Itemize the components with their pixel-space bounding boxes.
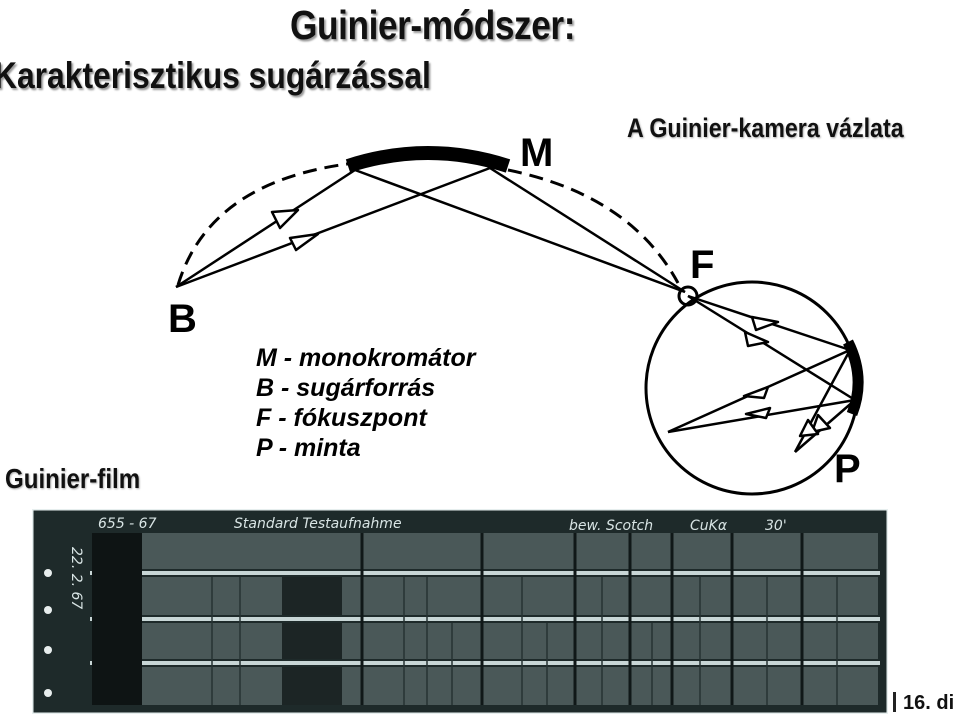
diagram-caption: A Guinier-kamera vázlata (627, 113, 904, 143)
film-strip (92, 667, 878, 705)
ray-f-to-p-2 (687, 294, 856, 402)
arrow-icon (743, 330, 770, 348)
beam-stop-region (282, 577, 342, 615)
film-annotation-id: 655 - 67 (98, 516, 157, 532)
film-separator (90, 571, 880, 575)
arrow-icon (744, 406, 772, 420)
ray-b-to-m-left (175, 168, 356, 289)
label-m: M (520, 131, 553, 175)
guinier-film: 655 - 67 Standard Testaufnahme bew. Scot… (32, 509, 888, 714)
legend-item: F - fókuszpont (256, 404, 427, 432)
film-separator (90, 617, 880, 621)
label-f: F (690, 243, 714, 287)
ray-m-to-f-left (354, 168, 686, 294)
film-annotation-radiation: CuKα (690, 518, 728, 534)
film-annotation-note: bew. Scotch (569, 518, 653, 534)
diagram-legend: M - monokromátor B - sugárforrás F - fók… (256, 343, 475, 463)
page-title: Guinier-módszer: (290, 2, 576, 48)
sample (843, 339, 864, 416)
film-strip (92, 577, 878, 615)
arrow-icon (742, 385, 770, 400)
monochromator-crystal (345, 146, 511, 173)
arrow-icon (270, 208, 300, 230)
film-strip (92, 533, 878, 569)
film-perforation (44, 569, 52, 577)
ray-b-to-m-right (175, 166, 491, 289)
arrow-icon (798, 418, 820, 438)
legend-item: P - minta (256, 434, 361, 462)
arrow-icon (288, 232, 320, 252)
focusing-circle-right-arc (507, 168, 680, 284)
beam-stop-region (282, 623, 342, 659)
label-b: B (168, 297, 197, 341)
film-separator (90, 661, 880, 665)
page-subtitle: Karakterisztikus sugárzással (0, 55, 431, 96)
slide-number: 16. di (903, 692, 955, 714)
film-annotation-date: 22. 2. 67 (68, 547, 84, 609)
arrow-icon (810, 413, 832, 434)
film-perforation (44, 689, 52, 697)
ray-m-to-f-right (489, 166, 686, 294)
focus-point (677, 285, 699, 307)
arrow-icon (750, 315, 780, 332)
film-annotation-time: 30' (765, 518, 787, 534)
film-perforation (44, 646, 52, 654)
film-label: Guinier-film (5, 463, 141, 494)
legend-item: B - sugárforrás (256, 374, 436, 402)
beam-stop-region (92, 533, 142, 705)
camera-circle (644, 280, 860, 496)
film-annotation-label: Standard Testaufnahme (234, 516, 402, 532)
beam-stop-region (282, 667, 342, 705)
legend-item: M - monokromátor (256, 344, 476, 372)
film-strip (92, 623, 878, 659)
focusing-circle-left-arc (176, 161, 356, 286)
slide-number-mark (893, 692, 896, 712)
film-perforation (44, 606, 52, 614)
label-p: P (834, 447, 861, 491)
